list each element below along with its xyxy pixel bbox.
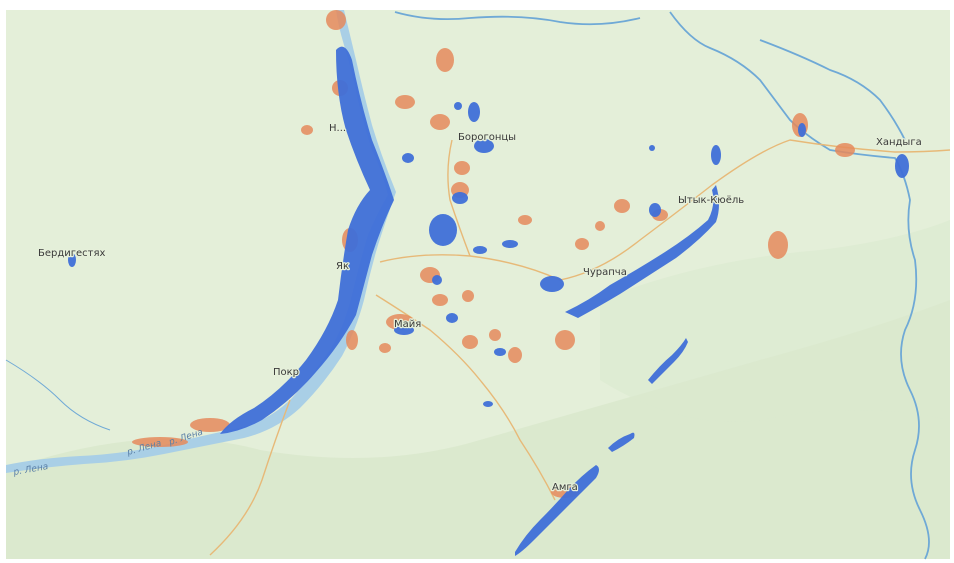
settlement-label-pokrovsk[interactable]: Покр	[272, 366, 301, 380]
coverage-area	[462, 335, 478, 349]
coverage-area	[798, 123, 806, 137]
coverage-area	[68, 253, 76, 267]
coverage-area	[190, 418, 230, 432]
coverage-area	[502, 240, 518, 248]
terrain-shading	[6, 300, 950, 559]
coverage-primary-layer	[68, 46, 909, 556]
coverage-area	[489, 329, 501, 341]
settlement-label-borogontsy[interactable]: Борогонцы	[457, 131, 518, 145]
settlement-label-yakutsk[interactable]: Як	[335, 260, 351, 274]
coverage-area	[452, 192, 468, 204]
coverage-area	[132, 437, 188, 447]
coverage-area	[518, 215, 532, 225]
coverage-area	[446, 313, 458, 323]
coverage-area	[614, 199, 630, 213]
coverage-area	[649, 203, 661, 217]
river-small-west	[5, 359, 111, 431]
coverage-area	[454, 102, 462, 110]
coverage-area	[540, 276, 564, 292]
coverage-area	[346, 330, 358, 350]
river-north	[394, 11, 641, 26]
coverage-area	[454, 161, 470, 175]
coverage-area	[608, 432, 635, 452]
coverage-area	[473, 246, 487, 254]
settlement-label-nizhny-bestyakh[interactable]: Н...	[328, 122, 348, 136]
coverage-area	[326, 10, 346, 30]
coverage-area	[395, 95, 415, 109]
river-east-branch	[759, 39, 906, 141]
coverage-area	[555, 330, 575, 350]
coverage-area	[379, 343, 391, 353]
coverage-area	[436, 48, 454, 72]
terrain-shading	[600, 220, 950, 422]
settlement-label-mayya[interactable]: Майя	[393, 318, 423, 332]
coverage-area	[430, 114, 450, 130]
road	[379, 139, 951, 281]
settlement-label-khandyga[interactable]: Хандыга	[875, 136, 923, 150]
settlement-label-ytyk-kyuel[interactable]: Ытык-Кюёль	[677, 194, 746, 208]
settlement-label-churapcha[interactable]: Чурапча	[582, 266, 628, 280]
coverage-area	[432, 275, 442, 285]
coverage-area	[494, 348, 506, 356]
road	[209, 399, 291, 556]
coverage-area	[394, 325, 414, 335]
coverage-area	[575, 238, 589, 250]
settlement-label-berdigestyakh[interactable]: Бердигестях	[37, 247, 107, 261]
coverage-area	[429, 214, 457, 246]
coverage-area	[648, 338, 688, 384]
coverage-area	[711, 145, 721, 165]
settlement-label-amga[interactable]: Амга	[551, 481, 579, 495]
coverage-area	[768, 231, 788, 259]
coverage-area	[565, 185, 719, 318]
coverage-area	[508, 347, 522, 363]
coverage-area	[835, 143, 855, 157]
river-aldan	[669, 11, 930, 560]
coverage-area	[895, 154, 909, 178]
coverage-secondary-layer	[132, 10, 855, 498]
coverage-area	[462, 290, 474, 302]
coverage-area	[220, 46, 394, 435]
road	[375, 294, 556, 501]
road	[447, 139, 471, 257]
coverage-area	[468, 102, 480, 122]
coverage-area	[483, 401, 493, 407]
coverage-area	[402, 153, 414, 163]
coverage-area	[649, 145, 655, 151]
coverage-area	[301, 125, 313, 135]
coverage-area	[595, 221, 605, 231]
coverage-area	[474, 139, 494, 153]
coverage-area	[432, 294, 448, 306]
coverage-area	[515, 465, 599, 556]
